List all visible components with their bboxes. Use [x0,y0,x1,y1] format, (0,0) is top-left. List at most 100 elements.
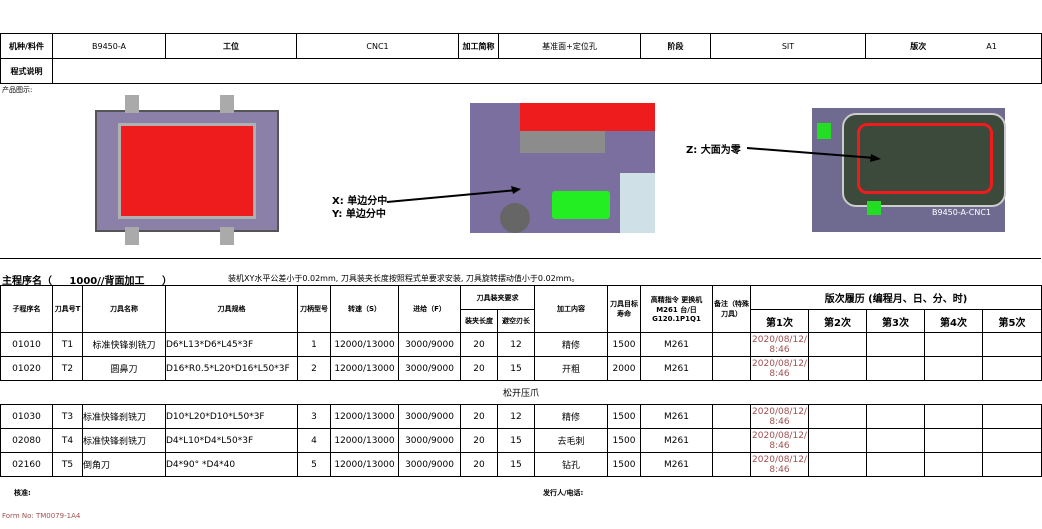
cell-content: 钻孔 [534,452,608,477]
cell-v4 [924,452,983,477]
part-label: 机种/料件 [0,33,53,59]
col-history: 版次履历 (编程月、日、分、时) [749,285,1042,310]
cell-v5 [981,452,1042,477]
cell-v1: 2020/08/12/ 8:46 [750,404,809,429]
cell-v3 [866,452,925,477]
cell-v3 [866,332,925,357]
cell-v4 [924,404,983,429]
cell-v1: 2020/08/12/ 8:46 [750,356,809,381]
cell-clamp-len: 20 [460,404,498,429]
cell-feed: 3000/9000 [398,356,461,381]
cell-spec: D6*L13*D6*L45*3F [165,332,298,357]
cell-sub: 01030 [0,404,53,429]
cell-sub: 02080 [0,428,53,453]
cell-tno: T2 [52,356,83,381]
cell-holder: 1 [297,332,331,357]
cell-remark [712,332,751,357]
cell-clamp-len: 20 [460,428,498,453]
arrow-icon [746,147,881,162]
image-caption-logo: B9450-A-CNC1 [932,208,991,217]
process-value: 基准面+定位孔 [498,33,641,59]
cell-spec: D4*90° *D4*40 [165,452,298,477]
col-v5: 第5次 [981,309,1042,333]
version-value: A1 [986,41,997,51]
col-v3: 第3次 [866,309,925,333]
col-remark: 备注（特殊刀具） [712,285,751,333]
cell-v4 [924,332,983,357]
col-v1: 第1次 [750,309,809,333]
cell-content: 精修 [534,332,608,357]
cell-content: 精修 [534,404,608,429]
cell-v5 [981,428,1042,453]
cell-speed: 12000/13000 [330,404,399,429]
main-program-note: 装机XY水平公差小于0.02mm, 刀具装夹长度按照程式单要求安装, 刀具旋转摆… [228,274,580,283]
cell-spec: D10*L20*D10*L50*3F [165,404,298,429]
col-v4: 第4次 [924,309,983,333]
col-spec: 刀具规格 [165,285,298,333]
cell-sub: 02160 [0,452,53,477]
cell-feed: 3000/9000 [398,332,461,357]
cell-speed: 12000/13000 [330,452,399,477]
col-tno: 刀具号T [52,285,83,333]
cell-sub: 01010 [0,332,53,357]
cell-v5 [981,404,1042,429]
stage-label: 阶段 [640,33,711,59]
form-number: Form No: TM0079-1A4 [2,512,81,520]
cell-hp: M261 [640,404,713,429]
program-desc-value [51,58,1042,84]
cell-sub: 01020 [0,356,53,381]
program-desc-label: 程式说明 [0,58,53,84]
cell-v5 [981,356,1042,381]
cell-spec: D16*R0.5*L20*D16*L50*3F [165,356,298,381]
cell-tname: 标准快锋刹铣刀 [82,428,166,453]
issuer-label: 发行人/电话: [543,489,584,497]
cell-tname: 圆鼻刀 [82,356,166,381]
process-label: 加工简称 [458,33,499,59]
cell-speed: 12000/13000 [330,428,399,453]
cell-remark [712,356,751,381]
fixture-image-middle [470,103,655,233]
col-tname: 刀具名称 [82,285,166,333]
col-content: 加工内容 [534,285,608,333]
cell-tname: 标准快锋刹铣刀 [82,404,166,429]
cell-remark [712,404,751,429]
cell-life: 1500 [607,332,641,357]
cell-tname: 标准快锋刹铣刀 [82,332,166,357]
cell-holder: 5 [297,452,331,477]
review-label: 核准: [14,489,31,497]
cell-tno: T5 [52,452,83,477]
cell-v3 [866,428,925,453]
col-v2: 第2次 [808,309,867,333]
cell-clamp-len: 20 [460,356,498,381]
main-program-label: 主程序名（ [2,276,52,287]
cell-v2 [808,332,867,357]
cell-holder: 3 [297,404,331,429]
cell-remark [712,428,751,453]
col-hp: 高精指令 更换机M261 台/日 G120.1P1Q1 [640,285,713,333]
y-note: Y: 单边分中 [332,209,386,220]
station-label: 工位 [165,33,297,59]
cell-feed: 3000/9000 [398,404,461,429]
cell-content: 去毛刺 [534,428,608,453]
cell-v3 [866,404,925,429]
cell-speed: 12000/13000 [330,356,399,381]
cell-edge-len: 15 [497,428,535,453]
cell-hp: M261 [640,356,713,381]
arrow-icon [386,186,521,203]
cell-v5 [981,332,1042,357]
col-holder: 刀柄型号 [297,285,331,333]
cell-edge-len: 15 [497,356,535,381]
station-value: CNC1 [296,33,459,59]
stage-value: SIT [709,33,867,59]
main-program: 主程序名（1000//背面加工） [2,272,172,287]
cell-hp: M261 [640,332,713,357]
fixture-image-left [80,95,290,245]
cell-v2 [808,356,867,381]
header-table: 机种/料件 B9450-A 工位 CNC1 加工简称 基准面+定位孔 阶段 SI… [0,33,1042,84]
col-speed: 转速（S） [330,285,399,333]
